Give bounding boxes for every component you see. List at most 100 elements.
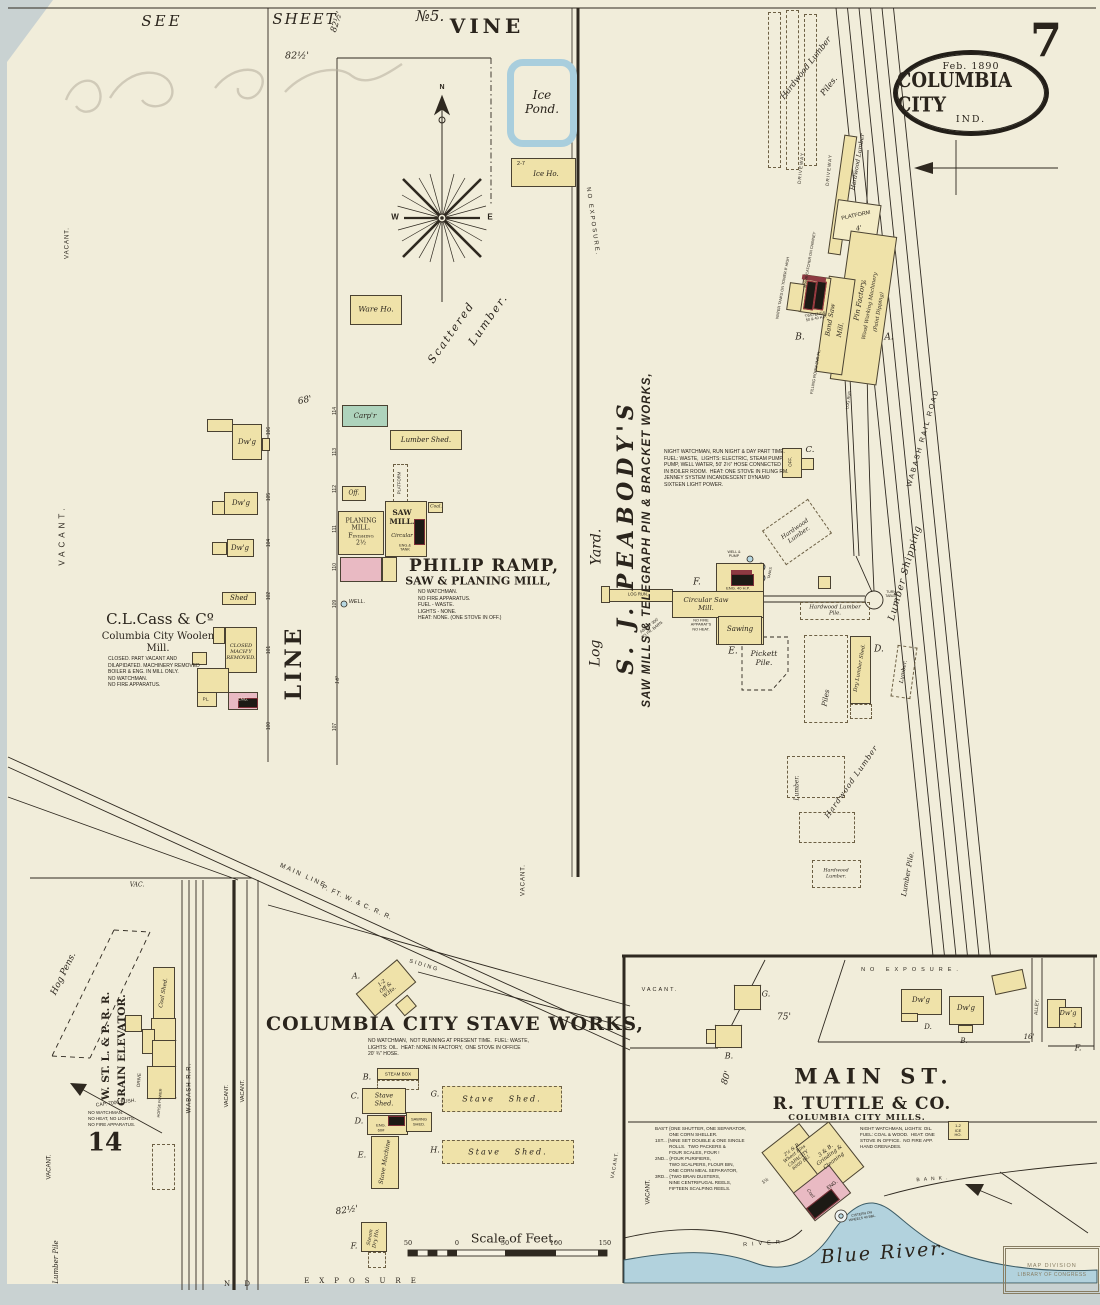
dwelling-f-wing xyxy=(1059,1007,1082,1028)
dwelling-label: Dw'g xyxy=(230,543,250,552)
steam-box xyxy=(377,1068,419,1080)
small-outbuilding xyxy=(818,576,831,589)
cass-subtitle: Columbia City Woolen xyxy=(101,631,215,643)
hardwood-pile-label: Hardwood Lumber Pile. xyxy=(809,604,861,617)
scale-title: Scale of Feet. xyxy=(470,1230,558,1246)
dwelling-b2-porch xyxy=(958,1025,973,1033)
building-key-b-stave: B. xyxy=(362,1072,372,1082)
logo-state: IND. xyxy=(955,114,987,125)
philip-ramp-note: NO WATCHMAN. NO FIRE APPARATUS. FUEL - W… xyxy=(418,589,502,621)
pickett-pile-label: Pickett Pile. xyxy=(750,649,778,667)
dwelling-label: Dw'g xyxy=(956,1003,976,1012)
lumber-pile-strip-3 xyxy=(804,14,817,166)
dwelling-3-porch xyxy=(212,542,227,555)
turntable-label: TURN TABLE. xyxy=(885,589,897,598)
building-key-b2-main: B. xyxy=(960,1036,968,1045)
elevator-main xyxy=(147,1066,176,1099)
stave-boiler xyxy=(388,1116,405,1126)
header-no5: №5. xyxy=(415,7,445,26)
lumber-shed-label: Lumber Shed. xyxy=(400,435,452,444)
building-key-f-main: F. xyxy=(1074,1043,1082,1053)
street-num: 107 xyxy=(332,722,339,732)
building-key-g-main: G. xyxy=(761,989,771,999)
mill-engine-label: ENG. 40 H.P. xyxy=(726,585,750,591)
building-g xyxy=(734,985,761,1010)
hardwood-lumber-label-3: Hardwood Lumber. xyxy=(823,868,849,879)
street-num: 109 xyxy=(332,599,339,609)
building-key-e: E. xyxy=(728,646,738,657)
dwelling-label: Dw'g xyxy=(231,498,251,507)
lumber-pile-label-1: Lumber. xyxy=(793,775,801,801)
compass-e: E xyxy=(487,212,493,222)
cass-wing-small xyxy=(213,627,225,644)
building-key-b-main: B. xyxy=(724,1051,734,1061)
cass-eng-label: ENG. xyxy=(237,696,249,702)
peabody-note: NIGHT WATCHMAN, RUN NIGHT & DAY PART TIM… xyxy=(664,449,789,488)
stave-works-note: NO WATCHMAN, NOT RUNNING AT PRESENT TIME… xyxy=(368,1038,530,1057)
building-key-c: C. xyxy=(805,444,815,455)
wstl-prr-label: W. ST. L. & P. R. R. xyxy=(99,991,112,1101)
dwelling-d-porch xyxy=(901,1013,918,1022)
cass-wing xyxy=(197,668,229,693)
dwelling-1 xyxy=(232,424,262,460)
building-key-h-stave: H. xyxy=(430,1145,440,1155)
measure-16-alley: 16' xyxy=(1023,1032,1035,1041)
tuttle-name: R. TUTTLE & CO. xyxy=(772,1093,952,1114)
coal-label: Coal. xyxy=(430,504,442,510)
elevator-note: NO WATCHMAN. NO HEAT, NO LIGHTS. NO FIRE… xyxy=(88,1110,136,1127)
peabody-office-label: OFF. xyxy=(787,457,793,467)
building-b xyxy=(715,1025,742,1048)
lumber-pile-edge-label: Lumber Pile xyxy=(51,1240,60,1284)
grain-elevator-label: GRAIN ELEVATOR. xyxy=(115,994,128,1106)
shed-label: Shed xyxy=(230,593,248,602)
stamp-line-2: LIBRARY OF CONGRESS xyxy=(1017,1271,1087,1278)
pickett-pile-outline xyxy=(741,636,789,691)
dry-shed-extension xyxy=(850,704,872,719)
block-number-14: 14 xyxy=(87,1127,123,1157)
ice-house-building xyxy=(511,158,576,187)
scale-tick-50a: 50 xyxy=(403,1239,413,1248)
warehouse-label: Ware Ho. xyxy=(358,304,394,314)
ice-pond xyxy=(507,59,577,147)
sawing-shed xyxy=(406,1112,432,1132)
header-see: SEE xyxy=(141,12,183,31)
logo-city: COLUMBIA CITY xyxy=(897,68,1012,118)
building-b-wing xyxy=(706,1029,716,1044)
building-key-a: A. xyxy=(884,332,894,343)
cass-name: C.L.Cass & Cº xyxy=(106,610,214,629)
dwelling-3 xyxy=(227,539,254,557)
vacant-label: VACANT. xyxy=(223,1084,230,1108)
lumber-pile-strip-1 xyxy=(768,12,781,168)
ramp-office-label: Off. xyxy=(348,489,360,497)
dwelling-label: Dw'g xyxy=(911,995,931,1004)
stave-machine-building xyxy=(371,1136,399,1189)
saw-mill-circular: Circular xyxy=(391,532,413,539)
ice-house-label: Ice Ho. xyxy=(533,169,559,178)
stave-shed-g xyxy=(442,1086,562,1112)
circular-saw-mill-label: Circular Saw Mill. xyxy=(683,595,729,612)
blue-river-water xyxy=(623,1162,1098,1284)
street-num: 114 xyxy=(332,407,339,415)
log-run-label: LOG RUN. xyxy=(627,591,649,597)
building-key-c-stave: C. xyxy=(350,1091,360,1101)
mill-boiler xyxy=(731,574,754,586)
vacant-label: VACANT. xyxy=(57,504,67,566)
bottom-edge-exposure: EXPOSURE xyxy=(304,1276,426,1285)
warehouse-building xyxy=(350,295,402,325)
log-yard-log: Log xyxy=(587,639,604,667)
cass-note: CLOSED. PART VACANT AND DILAPIDATED. MAC… xyxy=(108,656,200,688)
header-sheet: SHEET xyxy=(272,10,338,29)
lumber-pile-box-1 xyxy=(787,756,845,798)
vacant-main-st: VACANT. xyxy=(641,986,679,993)
well-label: WELL. xyxy=(348,598,366,605)
sawing-label: Sawing xyxy=(726,624,754,633)
scale-tick-0: 0 xyxy=(454,1239,460,1248)
compass-rose xyxy=(397,94,487,302)
vacant-label: VACANT. xyxy=(520,864,527,896)
dry-lumber-shed-building xyxy=(850,636,871,704)
dwelling-1-wing xyxy=(262,438,270,451)
measure-16: 16' xyxy=(334,675,341,685)
peabody-title: S. J. PEABODY'S xyxy=(613,399,640,675)
